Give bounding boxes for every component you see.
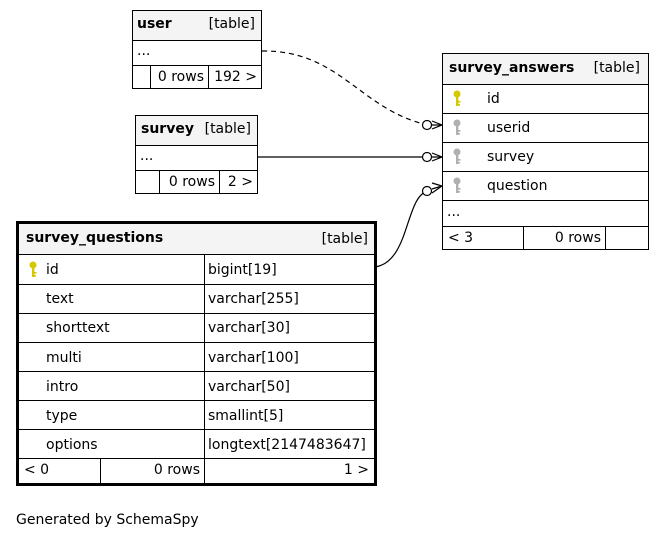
- children-count: 2 >: [227, 174, 253, 190]
- column-row-userid: userid: [443, 113, 648, 142]
- ellipsis-row: ...: [133, 40, 261, 65]
- column-type: longtext[2147483647]: [208, 437, 366, 453]
- table-survey[interactable]: survey [table] ... 0 rows 2 >: [135, 115, 258, 194]
- foreign-key-icon: [453, 177, 461, 193]
- footer-row: 0 rows 2 >: [136, 170, 257, 193]
- parents-count: < 0: [24, 462, 50, 478]
- ellipsis: ...: [447, 204, 461, 220]
- row-count: 0 rows: [168, 174, 215, 190]
- table-name: survey_answers: [449, 60, 575, 76]
- row-count: 0 rows: [554, 230, 601, 246]
- column-name: type: [46, 408, 78, 424]
- footer-row: < 0 0 rows 1 >: [19, 458, 374, 483]
- column-type-cell: varchar[255]: [204, 285, 374, 313]
- column-row-id: id: [443, 84, 648, 113]
- crows-foot-userid: [421, 119, 444, 131]
- column-name: intro: [46, 379, 79, 395]
- rows-cell: 0 rows: [524, 227, 606, 249]
- children-cell: 192 >: [209, 66, 261, 88]
- parents-cell: [136, 171, 160, 193]
- column-type-cell: varchar[100]: [204, 343, 374, 371]
- ellipsis: ...: [140, 148, 154, 164]
- column-type-cell: varchar[30]: [204, 314, 374, 342]
- column-type-cell: longtext[2147483647]: [204, 430, 374, 458]
- table-name: survey_questions: [26, 230, 164, 246]
- row-count: 0 rows: [157, 69, 204, 85]
- table-type: [table]: [204, 121, 251, 137]
- crows-foot-question: [421, 182, 444, 197]
- column-row-id: id bigint[19]: [19, 254, 374, 284]
- relation-question-to-survey-questions-id: [374, 190, 429, 268]
- table-user[interactable]: user [table] ... 0 rows 192 >: [132, 10, 262, 89]
- row-count: 0 rows: [153, 462, 200, 478]
- parents-cell: < 3: [443, 227, 524, 249]
- rows-cell: 0 rows: [151, 66, 209, 88]
- table-type: [table]: [208, 16, 255, 32]
- parents-count: < 3: [448, 230, 474, 246]
- column-row-options: options longtext[2147483647]: [19, 429, 374, 458]
- column-type: bigint[19]: [208, 262, 277, 278]
- ellipsis: ...: [137, 43, 151, 59]
- rows-cell: 0 rows: [160, 171, 220, 193]
- column-row-intro: intro varchar[50]: [19, 371, 374, 400]
- rows-cell: 0 rows: [101, 459, 205, 483]
- column-name: multi: [46, 350, 82, 366]
- column-type-cell: varchar[50]: [204, 372, 374, 400]
- children-count: 1 >: [343, 462, 369, 478]
- primary-key-icon: [29, 261, 37, 277]
- parents-cell: [133, 66, 151, 88]
- column-name: id: [46, 262, 59, 278]
- relation-user-to-userid: [261, 50, 429, 126]
- table-name: user: [137, 16, 172, 32]
- children-cell: 1 >: [205, 459, 374, 483]
- foreign-key-icon: [453, 148, 461, 164]
- table-header: survey [table]: [136, 116, 257, 145]
- parents-cell: < 0: [19, 459, 101, 483]
- column-type: smallint[5]: [208, 408, 284, 424]
- column-name: survey: [487, 149, 535, 165]
- table-survey-questions[interactable]: survey_questions [table] id bigint[19] t…: [16, 221, 377, 486]
- column-row-type: type smallint[5]: [19, 400, 374, 429]
- foreign-key-icon: [453, 119, 461, 135]
- column-type-cell: bigint[19]: [204, 255, 374, 284]
- crows-foot-survey: [421, 151, 444, 163]
- table-header: survey_questions [table]: [19, 224, 374, 254]
- column-row-shorttext: shorttext varchar[30]: [19, 313, 374, 342]
- column-row-survey: survey: [443, 142, 648, 171]
- footer-row: < 3 0 rows: [443, 226, 648, 249]
- column-name: question: [487, 178, 548, 194]
- column-row-multi: multi varchar[100]: [19, 342, 374, 371]
- column-type: varchar[50]: [208, 379, 290, 395]
- column-type: varchar[255]: [208, 291, 299, 307]
- column-name: options: [46, 437, 98, 453]
- column-row-question: question: [443, 171, 648, 200]
- column-name: userid: [487, 120, 531, 136]
- column-type-cell: smallint[5]: [204, 401, 374, 429]
- ellipsis-row: ...: [136, 145, 257, 170]
- children-count: 192 >: [214, 69, 257, 85]
- column-row-text: text varchar[255]: [19, 284, 374, 313]
- table-header: user [table]: [133, 11, 261, 40]
- column-name: id: [487, 91, 500, 107]
- table-type: [table]: [321, 231, 368, 247]
- generated-by-caption: Generated by SchemaSpy: [16, 512, 199, 528]
- footer-row: 0 rows 192 >: [133, 65, 261, 88]
- table-name: survey: [141, 121, 194, 137]
- column-name: shorttext: [46, 320, 110, 336]
- ellipsis-row: ...: [443, 200, 648, 226]
- children-cell: [606, 227, 648, 249]
- table-type: [table]: [593, 60, 640, 76]
- column-name: text: [46, 291, 74, 307]
- children-cell: 2 >: [220, 171, 257, 193]
- column-type: varchar[100]: [208, 350, 299, 366]
- column-type: varchar[30]: [208, 320, 290, 336]
- primary-key-icon: [453, 90, 461, 106]
- table-survey-answers[interactable]: survey_answers [table] id userid survey: [442, 53, 649, 250]
- table-header: survey_answers [table]: [443, 54, 648, 84]
